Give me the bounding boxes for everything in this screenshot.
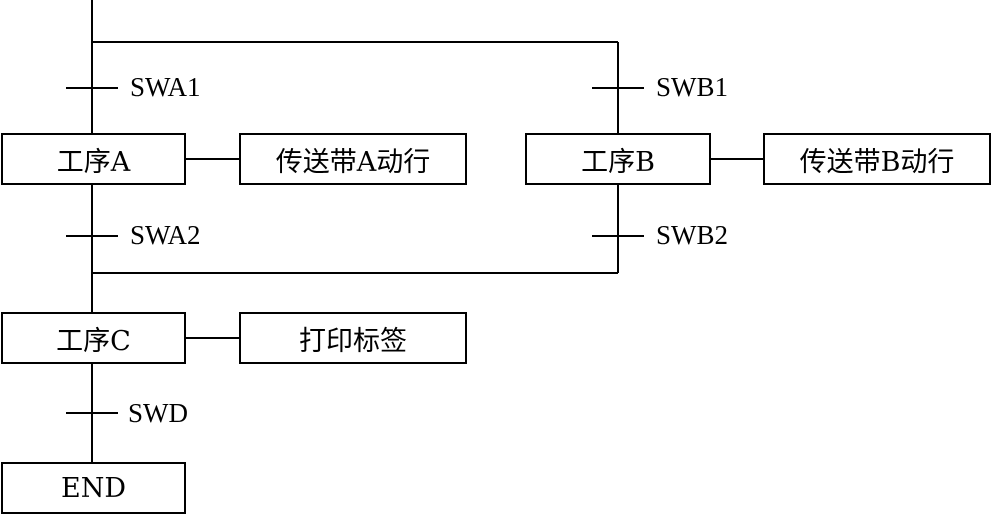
step-a-box: 工序A <box>1 133 186 185</box>
transition-label-swb1: SWB1 <box>656 72 729 102</box>
end-box: END <box>1 462 186 514</box>
step-c-box: 工序C <box>1 312 186 364</box>
transition-label-swa1: SWA1 <box>130 72 201 102</box>
action-b-box: 传送带B动行 <box>763 133 991 185</box>
step-b-box: 工序B <box>525 133 711 185</box>
transition-label-swa2: SWA2 <box>130 220 201 250</box>
action-a-box: 传送带A动行 <box>239 133 467 185</box>
action-c-box: 打印标签 <box>239 312 467 364</box>
transition-label-swb2: SWB2 <box>656 220 729 250</box>
transition-label-swd: SWD <box>128 398 188 428</box>
